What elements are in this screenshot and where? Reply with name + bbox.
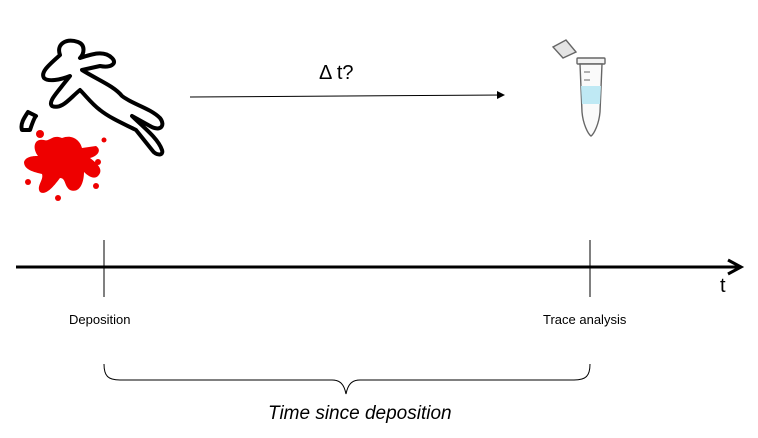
interval-arrow — [189, 91, 505, 100]
time-span-brace — [103, 363, 591, 395]
trace-analysis-label: Trace analysis — [543, 312, 627, 327]
axis-variable-label: t — [720, 275, 726, 297]
crime-scene-body-outline-icon — [19, 38, 165, 157]
time-axis-arrowhead — [727, 258, 745, 276]
deposition-label: Deposition — [69, 312, 131, 327]
blood-splatter-icon — [24, 130, 107, 201]
interval-label: Δ t? — [319, 62, 354, 84]
sample-tube-icon — [551, 39, 606, 137]
time-since-deposition-label: Time since deposition — [268, 403, 452, 424]
